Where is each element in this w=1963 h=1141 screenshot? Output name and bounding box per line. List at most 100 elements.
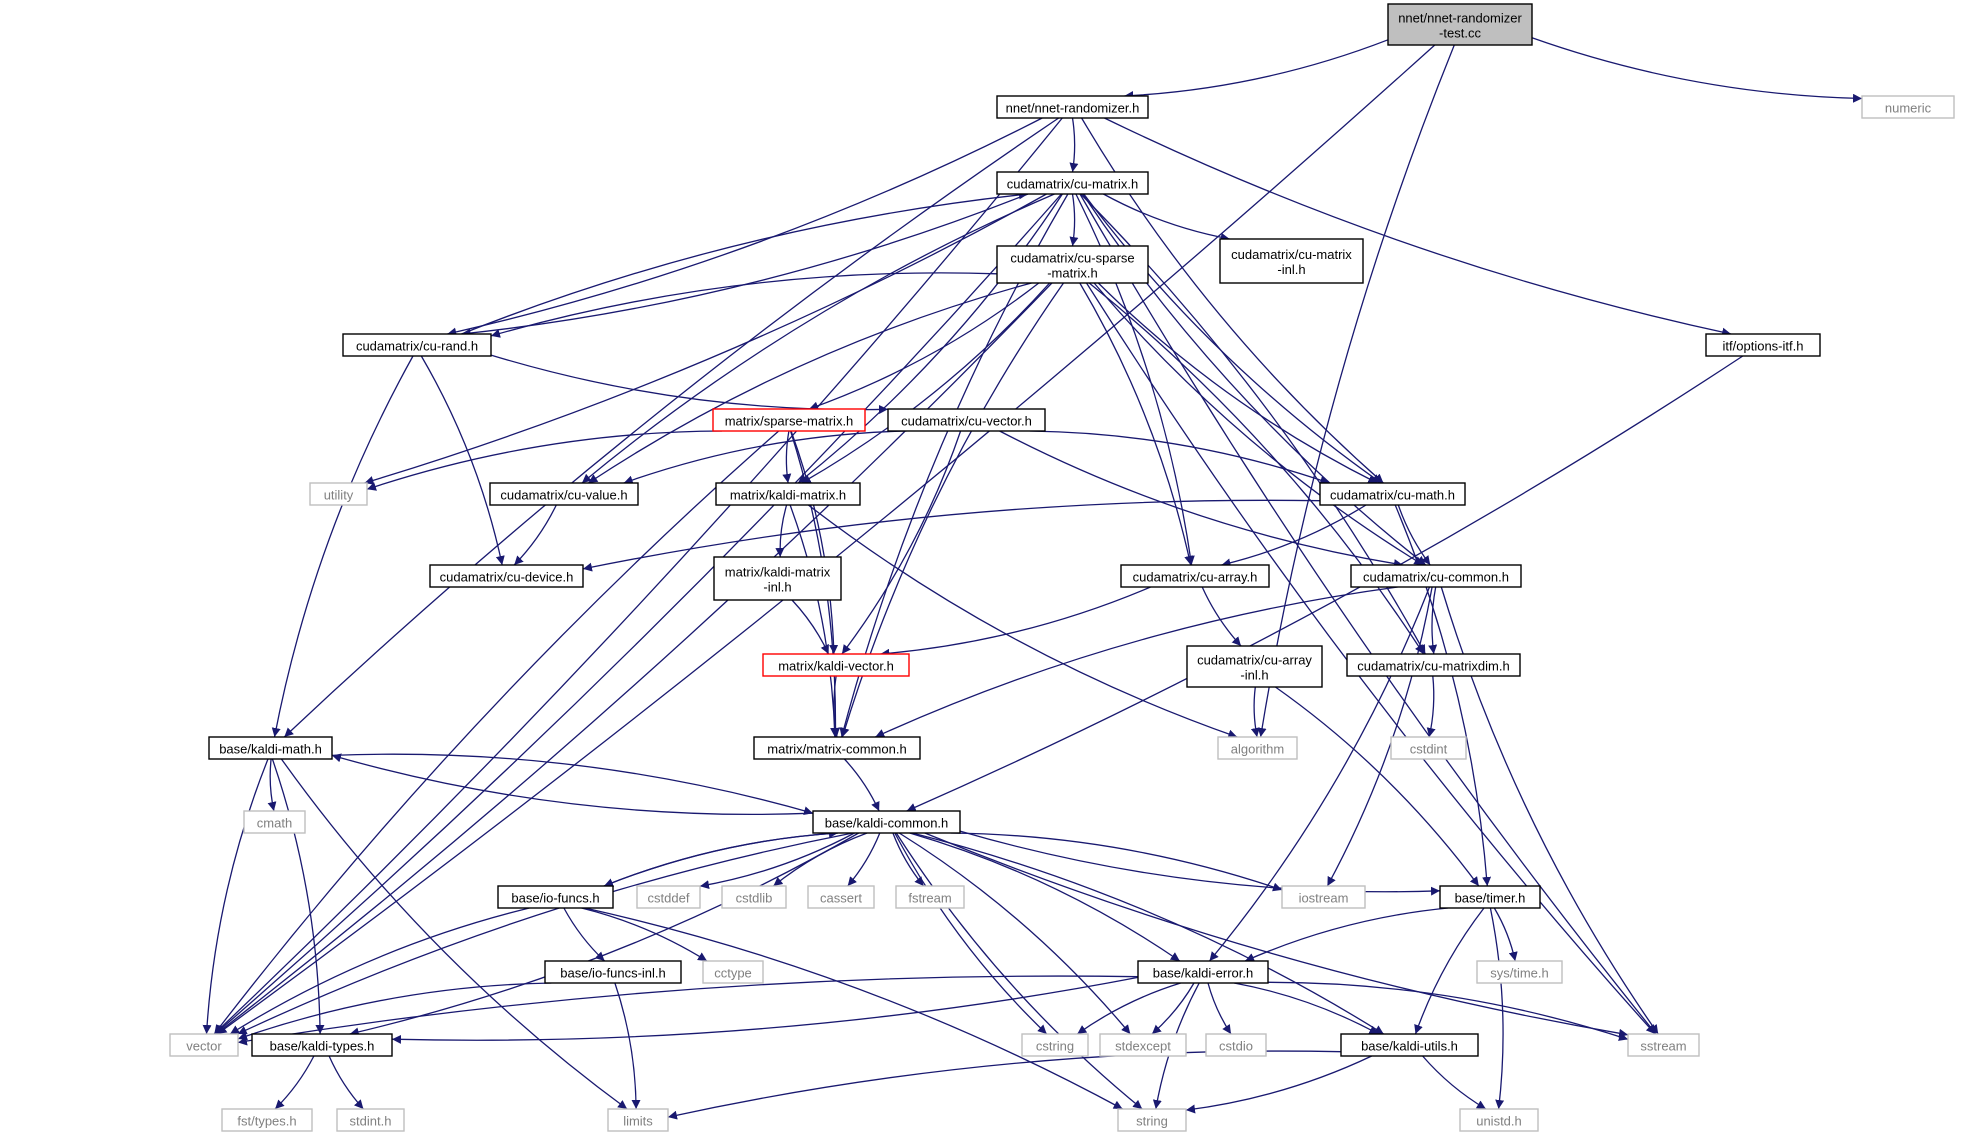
edge-kaldi-common-h-to-sstream bbox=[924, 832, 1629, 1038]
node-label: matrix/matrix-common.h bbox=[767, 742, 906, 757]
node-box bbox=[762, 653, 910, 677]
node-matrix-common-h[interactable]: matrix/matrix-common.h bbox=[753, 736, 921, 760]
node-kaldi-matrix-inl-h[interactable]: matrix/kaldi-matrix-inl.h bbox=[713, 556, 842, 601]
node-kaldi-error-h[interactable]: base/kaldi-error.h bbox=[1137, 960, 1269, 984]
node-label: itf/options-itf.h bbox=[1723, 339, 1804, 354]
node-cu-math-h[interactable]: cudamatrix/cu-math.h bbox=[1319, 482, 1466, 506]
node-cu-array-h[interactable]: cudamatrix/cu-array.h bbox=[1120, 564, 1270, 588]
node-box bbox=[1219, 238, 1364, 284]
node-box bbox=[1099, 1033, 1187, 1057]
node-numeric: numeric bbox=[1861, 95, 1955, 119]
node-io-funcs-inl-h[interactable]: base/io-funcs-inl.h bbox=[544, 960, 682, 984]
node-box bbox=[753, 736, 921, 760]
node-box bbox=[169, 1033, 239, 1057]
edge-cu-matrix-h-to-cu-sparse-matrix-h bbox=[1069, 193, 1079, 247]
node-label: cudamatrix/cu-math.h bbox=[1330, 488, 1455, 503]
node-cmath: cmath bbox=[243, 810, 306, 834]
node-cu-matrix-inl-h[interactable]: cudamatrix/cu-matrix-inl.h bbox=[1219, 238, 1364, 284]
node-cu-sparse-matrix-h[interactable]: cudamatrix/cu-sparse-matrix.h bbox=[996, 245, 1149, 284]
node-label: cudamatrix/cu-sparse bbox=[1010, 251, 1134, 266]
edge-timer-h-to-kaldi-utils-h bbox=[1414, 907, 1485, 1035]
node-kaldi-types-h[interactable]: base/kaldi-types.h bbox=[251, 1033, 393, 1057]
node-kaldi-common-h[interactable]: base/kaldi-common.h bbox=[812, 810, 961, 834]
node-label: sys/time.h bbox=[1490, 966, 1549, 981]
edge-cu-array-inl-h-to-timer-h bbox=[1275, 686, 1480, 887]
edge-kaldi-math-h-to-cmath bbox=[267, 758, 277, 812]
edge-sparse-matrix-h-to-vector bbox=[213, 430, 780, 1035]
node-box bbox=[544, 960, 682, 984]
edge-cu-common-h-to-matrix-common-h bbox=[875, 586, 1398, 738]
node-box bbox=[1861, 95, 1955, 119]
edge-cu-rand-h-to-cu-device-h bbox=[420, 355, 505, 566]
edge-kaldi-matrix-h-to-kaldi-matrix-inl-h bbox=[775, 504, 788, 558]
node-kaldi-matrix-h[interactable]: matrix/kaldi-matrix.h bbox=[715, 482, 861, 506]
edge-timer-h-to-kaldi-error-h bbox=[1244, 907, 1448, 962]
edge-cu-matrixdim-h-to-cstdint bbox=[1426, 675, 1436, 738]
node-timer-h[interactable]: base/timer.h bbox=[1439, 885, 1541, 909]
node-cu-value-h[interactable]: cudamatrix/cu-value.h bbox=[489, 482, 639, 506]
edge-io-funcs-h-to-kaldi-common-h bbox=[603, 829, 839, 887]
node-io-funcs-h[interactable]: base/io-funcs.h bbox=[497, 885, 614, 909]
node-utility: utility bbox=[309, 482, 368, 506]
node-stdexcept: stdexcept bbox=[1099, 1033, 1187, 1057]
node-root[interactable]: nnet/nnet-randomizer-test.cc bbox=[1387, 3, 1533, 46]
node-unistd-h: unistd.h bbox=[1459, 1108, 1539, 1132]
node-cu-matrix-h[interactable]: cudamatrix/cu-matrix.h bbox=[996, 171, 1149, 195]
edge-kaldi-vector-h-to-matrix-common-h bbox=[830, 675, 840, 738]
edge-cu-sparse-matrix-h-to-vector bbox=[215, 282, 1053, 1035]
node-sparse-matrix-h[interactable]: matrix/sparse-matrix.h bbox=[712, 408, 866, 432]
nodes-layer: nnet/nnet-randomizer-test.cc nnet/nnet-ra… bbox=[169, 3, 1955, 1132]
edge-cu-matrix-h-to-cu-matrix-inl-h bbox=[1103, 193, 1230, 242]
edge-kaldi-matrix-h-to-algorithm bbox=[807, 504, 1238, 739]
node-box bbox=[208, 736, 333, 760]
node-cu-device-h[interactable]: cudamatrix/cu-device.h bbox=[429, 564, 584, 588]
node-box bbox=[1281, 885, 1366, 909]
node-options-itf-h[interactable]: itf/options-itf.h bbox=[1705, 333, 1821, 357]
node-cu-array-inl-h[interactable]: cudamatrix/cu-array-inl.h bbox=[1186, 645, 1323, 688]
edge-io-funcs-h-to-string bbox=[584, 907, 1123, 1110]
edge-kaldi-error-h-to-sstream bbox=[1267, 981, 1629, 1041]
edge-cu-matrix-h-to-sstream bbox=[1079, 193, 1657, 1035]
node-label: algorithm bbox=[1231, 742, 1284, 757]
edge-kaldi-common-h-to-kaldi-types-h bbox=[349, 832, 860, 1037]
edge-cu-sparse-matrix-h-to-cu-math-h bbox=[1097, 282, 1378, 484]
edge-cu-matrix-h-to-kaldi-matrix-h bbox=[797, 193, 1063, 484]
edge-timer-h-to-sys-time-h bbox=[1493, 907, 1518, 962]
edge-kaldi-common-h-to-io-funcs-h bbox=[603, 832, 839, 887]
node-fstream: fstream bbox=[895, 885, 965, 909]
node-cu-matrixdim-h[interactable]: cudamatrix/cu-matrixdim.h bbox=[1346, 653, 1521, 677]
node-label: cudamatrix/cu-vector.h bbox=[901, 414, 1032, 429]
node-cstddef: cstddef bbox=[636, 885, 701, 909]
node-label: iostream bbox=[1299, 891, 1349, 906]
node-cctype: cctype bbox=[702, 960, 764, 984]
node-box bbox=[715, 482, 861, 506]
edge-cu-sparse-matrix-h-to-cu-array-h bbox=[1079, 282, 1194, 566]
node-label: base/io-funcs-inl.h bbox=[560, 966, 666, 981]
edge-io-funcs-inl-h-to-limits bbox=[614, 982, 641, 1110]
edge-kaldi-common-h-to-iostream bbox=[950, 832, 1283, 892]
node-box bbox=[1459, 1108, 1539, 1132]
node-kaldi-math-h[interactable]: base/kaldi-math.h bbox=[208, 736, 333, 760]
node-box bbox=[429, 564, 584, 588]
edge-cu-matrix-h-to-cu-rand-h bbox=[461, 193, 1029, 338]
edges-layer bbox=[202, 37, 1863, 1120]
node-cu-common-h[interactable]: cudamatrix/cu-common.h bbox=[1350, 564, 1522, 588]
node-kaldi-vector-h[interactable]: matrix/kaldi-vector.h bbox=[762, 653, 910, 677]
node-label: -test.cc bbox=[1439, 26, 1481, 41]
edge-kaldi-utils-h-to-unistd-h bbox=[1422, 1055, 1487, 1110]
node-cu-vector-h[interactable]: cudamatrix/cu-vector.h bbox=[887, 408, 1046, 432]
node-nnet-randomizer-h[interactable]: nnet/nnet-randomizer.h bbox=[996, 95, 1149, 119]
edge-sparse-matrix-h-to-kaldi-matrix-h bbox=[782, 430, 792, 484]
node-cu-rand-h[interactable]: cudamatrix/cu-rand.h bbox=[342, 333, 492, 357]
node-box bbox=[895, 885, 965, 909]
node-label: -matrix.h bbox=[1047, 266, 1098, 281]
node-cassert: cassert bbox=[807, 885, 875, 909]
node-box bbox=[489, 482, 639, 506]
edge-root-to-numeric bbox=[1531, 37, 1863, 103]
node-box bbox=[1390, 736, 1467, 760]
node-label: base/io-funcs.h bbox=[511, 891, 599, 906]
node-box bbox=[1137, 960, 1269, 984]
edge-kaldi-utils-h-to-limits bbox=[667, 1050, 1342, 1120]
node-kaldi-utils-h[interactable]: base/kaldi-utils.h bbox=[1340, 1033, 1479, 1057]
edge-cu-matrix-h-to-vector bbox=[214, 193, 1062, 1035]
